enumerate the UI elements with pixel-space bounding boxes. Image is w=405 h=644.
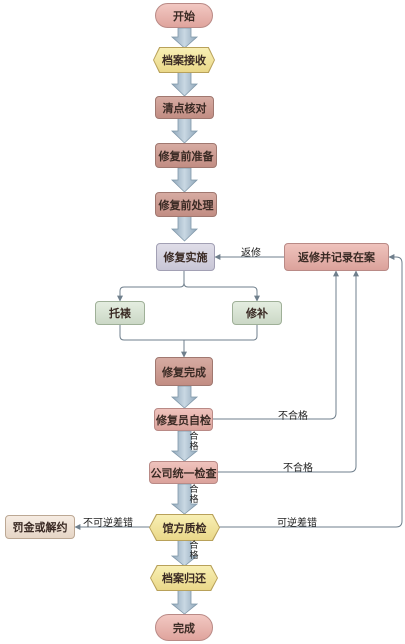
node-done-label: 修复完成 [162, 365, 206, 379]
node-backing: 托裱 [95, 301, 145, 325]
connector [119, 325, 258, 341]
node-inventory-check-label: 清点核对 [162, 101, 207, 115]
block-arrow [170, 430, 199, 462]
edge-label-fail-company: 不合格 [283, 463, 313, 474]
node-start: 开始 [155, 3, 213, 28]
node-inventory-check: 清点核对 [155, 96, 214, 119]
node-prep: 修复前准备 [155, 143, 217, 168]
block-arrow [171, 117, 198, 144]
node-penalty: 罚金或解约 [5, 515, 75, 539]
block-arrow [170, 539, 199, 567]
node-company-check: 公司统一检查 [149, 461, 218, 484]
node-done: 修复完成 [155, 357, 213, 386]
node-museum-qc-label: 馆方质检 [162, 521, 207, 535]
block-arrow [171, 167, 198, 193]
block-arrow [170, 483, 199, 515]
edge-label-fail-self: 不合格 [278, 411, 308, 422]
connector [219, 254, 403, 528]
node-self-check: 修复员自检 [154, 408, 213, 431]
node-company-check-label: 公司统一检查 [150, 466, 217, 480]
connector [117, 271, 185, 302]
block-arrow [170, 589, 199, 615]
node-preprocess-label: 修复前处理 [158, 198, 214, 212]
node-return-record: 返修并记录在案 [284, 243, 389, 271]
node-archive-return: 档案归还 [151, 566, 217, 590]
node-implement: 修复实施 [156, 243, 215, 271]
node-archive-receive-label: 档案接收 [162, 54, 206, 67]
connector [218, 270, 359, 473]
node-return-record-label: 返修并记录在案 [298, 251, 375, 264]
node-patching: 修补 [232, 301, 282, 325]
node-archive-receive: 档案接收 [154, 48, 214, 72]
node-prep-label: 修复前准备 [158, 149, 214, 163]
node-finish: 完成 [155, 614, 213, 641]
block-arrow [170, 385, 199, 409]
edge-label-pass-2: 合格 [189, 485, 199, 505]
connector [183, 282, 260, 302]
edge-label-irreversible: 不可逆差错 [83, 518, 133, 529]
node-patching-label: 修补 [246, 307, 268, 320]
node-archive-return-label: 档案归还 [162, 572, 206, 585]
edge-label-rework: 返修 [241, 248, 261, 259]
edge-label-pass-1: 合格 [189, 432, 199, 452]
block-arrow [171, 71, 198, 97]
block-arrows [170, 27, 199, 615]
node-preprocess: 修复前处理 [155, 192, 217, 217]
block-arrow [171, 215, 198, 242]
edge-label-pass-3: 合格 [189, 541, 199, 561]
block-arrow [170, 27, 199, 49]
node-finish-label: 完成 [173, 621, 195, 635]
connector [213, 270, 339, 420]
node-start-label: 开始 [173, 9, 195, 23]
edge-label-recoverable: 可逆差错 [277, 518, 317, 529]
node-backing-label: 托裱 [109, 307, 131, 320]
node-museum-qc: 馆方质检 [150, 515, 219, 540]
node-implement-label: 修复实施 [163, 251, 208, 264]
node-self-check-label: 修复员自检 [156, 413, 211, 427]
node-penalty-label: 罚金或解约 [12, 521, 68, 534]
